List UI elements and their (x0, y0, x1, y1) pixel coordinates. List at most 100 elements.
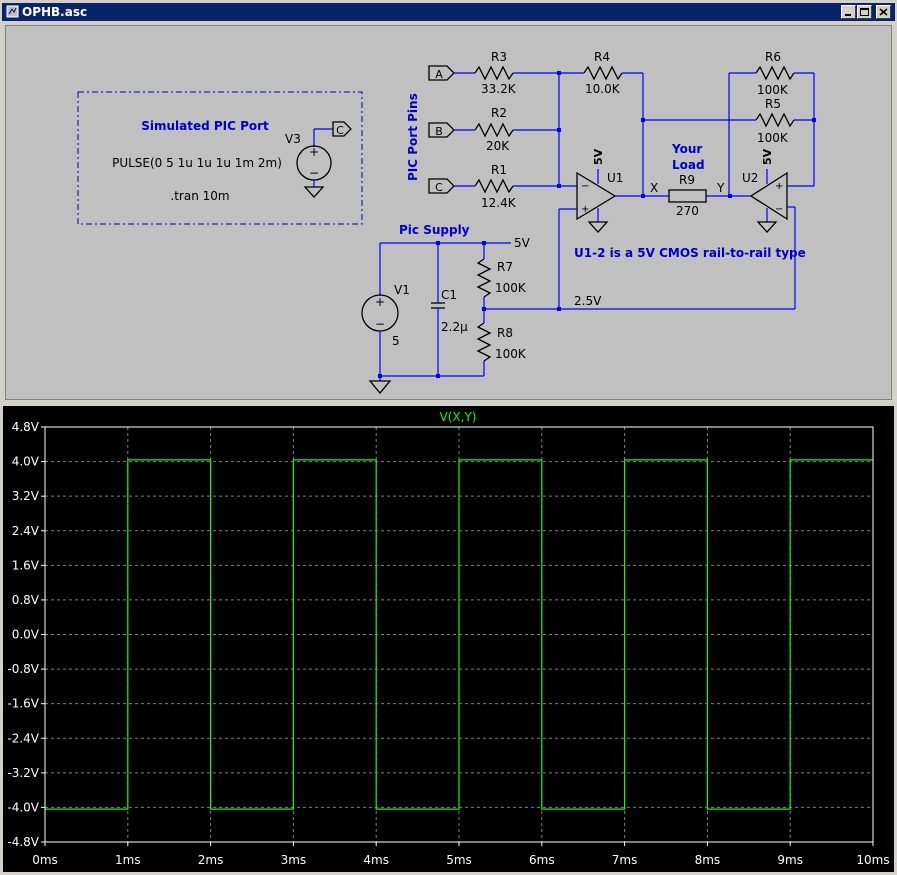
c1-capacitor[interactable]: C1 2.2µ (431, 243, 468, 376)
r7-resistor[interactable] (476, 258, 492, 298)
close-button[interactable] (876, 5, 891, 19)
x-tick-label: 0ms (32, 853, 58, 867)
r8-value: 100K (495, 347, 527, 361)
r5-name: R5 (765, 97, 781, 111)
r9-load-resistor[interactable] (668, 189, 707, 203)
y-tick-label: 2.4V (12, 524, 40, 538)
x-tick-label: 2ms (198, 853, 224, 867)
u2-supply: 5V (761, 148, 774, 165)
ground-icon (303, 186, 325, 198)
r6-value: 100K (757, 83, 789, 97)
port-c-flag[interactable]: C (428, 178, 455, 194)
opamp-note: U1-2 is a 5V CMOS rail-to-rail type (574, 246, 806, 260)
window-title: OPHB.asc (22, 5, 88, 19)
y-tick-label: 4.0V (12, 455, 40, 469)
y-tick-label: -4.8V (7, 835, 39, 849)
maximize-icon (860, 8, 869, 16)
svg-text:−: − (775, 204, 783, 215)
ground-icon (368, 380, 392, 395)
y-tick-label: 3.2V (12, 489, 40, 503)
svg-text:A: A (435, 68, 443, 81)
y-tick-label: -4.0V (7, 800, 39, 814)
r8-name: R8 (497, 326, 513, 340)
r7-name: R7 (497, 260, 513, 274)
x-tick-label: 6ms (529, 853, 555, 867)
tran-directive: .tran 10m (170, 189, 229, 203)
r1-name: R1 (491, 163, 507, 177)
node-x-label: X (650, 181, 658, 195)
net-2v5-label: 2.5V (574, 294, 602, 308)
r5-resistor[interactable] (755, 112, 795, 128)
r3-resistor[interactable] (474, 65, 514, 81)
r9-name: R9 (679, 173, 695, 187)
node-y-label: Y (716, 181, 725, 195)
v3-source[interactable]: V3 + − C (285, 121, 352, 198)
x-tick-label: 10ms (856, 853, 889, 867)
sim-pic-port-box[interactable]: Simulated PIC Port PULSE(0 5 1u 1u 1u 1m… (77, 91, 363, 225)
r5-value: 100K (757, 131, 789, 145)
r4-value: 10.0K (585, 82, 621, 96)
minimize-icon (845, 14, 851, 16)
svg-text:+: + (375, 295, 385, 309)
svg-text:−: − (581, 181, 589, 192)
net-5v-label: 5V (514, 236, 531, 250)
r4-resistor[interactable] (583, 65, 623, 81)
svg-text:−: − (375, 317, 385, 331)
y-tick-label: -1.6V (7, 697, 39, 711)
u1-opamp[interactable]: − + 5V U1 (576, 148, 623, 233)
v1-source[interactable]: + − V1 5 (361, 243, 410, 395)
port-a-flag[interactable]: A (428, 65, 455, 81)
r2-resistor[interactable] (474, 122, 514, 138)
r1-resistor[interactable] (474, 178, 514, 194)
svg-text:+: + (309, 145, 319, 159)
r7-value: 100K (495, 281, 527, 295)
svg-text:−: − (309, 166, 319, 180)
y-tick-label: 0.8V (12, 593, 40, 607)
r8-resistor[interactable] (476, 322, 492, 362)
port-pins-label: PIC Port Pins (406, 93, 420, 181)
your-load-label-2: Load (672, 158, 705, 172)
plot-frame (44, 426, 874, 843)
svg-text:C: C (435, 181, 443, 194)
x-tick-label: 1ms (115, 853, 141, 867)
r1-value: 12.4K (481, 196, 517, 210)
u1-supply: 5V (592, 148, 605, 165)
trace-line[interactable] (45, 459, 873, 810)
ground-icon (587, 221, 609, 233)
u2-opamp[interactable]: + − 5V U2 (742, 148, 788, 233)
port-b-flag[interactable]: B (428, 122, 455, 138)
u1-name: U1 (607, 171, 623, 185)
x-tick-label: 5ms (446, 853, 472, 867)
x-tick-label: 4ms (363, 853, 389, 867)
r3-value: 33.2K (481, 82, 517, 96)
y-tick-label: 0.0V (12, 628, 40, 642)
v1-value: 5 (392, 334, 400, 348)
x-tick-label: 9ms (777, 853, 803, 867)
sim-box-title: Simulated PIC Port (141, 119, 269, 133)
v3-port-label: C (336, 124, 344, 137)
pulse-directive: PULSE(0 5 1u 1u 1u 1m 2m) (112, 156, 282, 170)
app-icon (6, 5, 19, 18)
minimize-button[interactable] (841, 5, 856, 19)
svg-text:+: + (581, 204, 589, 215)
schematic-canvas[interactable]: .w { stroke:#0000ff; stroke-width:1.2; f… (6, 26, 892, 400)
port-flag-icon (332, 121, 352, 137)
trace-title[interactable]: V(X,Y) (440, 410, 477, 424)
x-tick-label: 8ms (695, 853, 721, 867)
y-tick-label: 4.8V (12, 420, 40, 434)
x-tick-label: 3ms (281, 853, 307, 867)
title-bar[interactable]: OPHB.asc (2, 3, 895, 21)
y-tick-label: -2.4V (7, 731, 39, 745)
maximize-button[interactable] (857, 5, 872, 19)
u2-name: U2 (742, 171, 758, 185)
r2-name: R2 (491, 106, 507, 120)
r4-name: R4 (594, 50, 610, 64)
svg-text:+: + (775, 181, 783, 192)
y-tick-label: -3.2V (7, 766, 39, 780)
r9-value: 270 (676, 204, 699, 218)
schematic-pane[interactable]: .w { stroke:#0000ff; stroke-width:1.2; f… (5, 25, 892, 400)
r6-resistor[interactable] (755, 65, 795, 81)
